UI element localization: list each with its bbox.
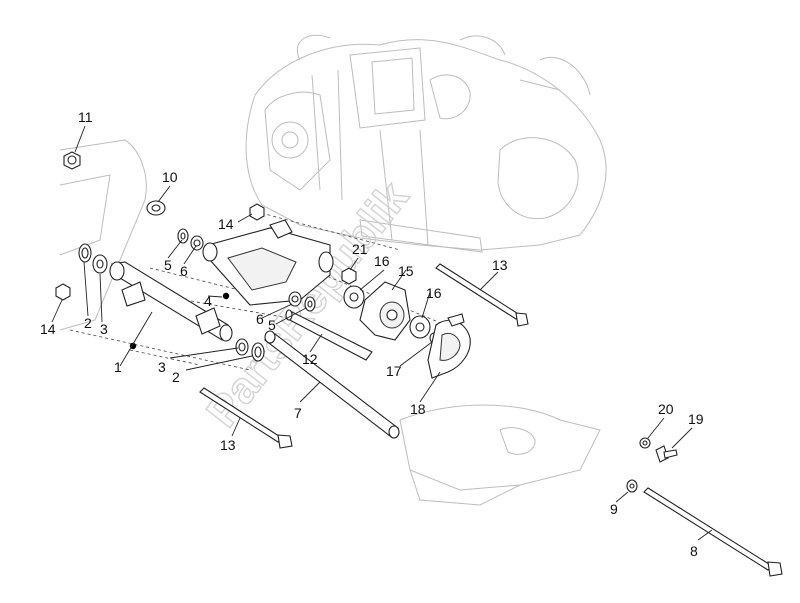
- part-2-ring-right: [251, 342, 265, 362]
- part-8-long-bolt: [643, 487, 783, 577]
- part-5-ring-lower: [304, 296, 316, 312]
- callout-13-lower: 13: [220, 437, 236, 453]
- callout-16-upper: 16: [374, 253, 390, 269]
- callout-18: 18: [410, 401, 426, 417]
- engine-ghost-outline: [245, 34, 607, 253]
- part-14-nut-upper: [249, 203, 265, 221]
- part-16-bushing-lower: [409, 315, 431, 339]
- part-3-bushing-right: [235, 338, 249, 356]
- part-14-nut-lower: [55, 283, 71, 301]
- part-6-bushing-lower: [288, 291, 302, 307]
- part-11-nut: [63, 151, 81, 170]
- reference-dot-upper: [222, 292, 230, 300]
- callout-10: 10: [162, 169, 178, 185]
- callout-5-upper: 5: [164, 257, 172, 273]
- part-9-washer: [626, 479, 638, 493]
- part-13-bolt-lower: [199, 387, 293, 449]
- part-5-ring-upper: [177, 228, 189, 244]
- callout-6-upper: 6: [180, 263, 188, 279]
- part-16-bushing-upper: [343, 285, 365, 309]
- part-15-silent-block: [359, 281, 411, 341]
- part-4-arm-bracket: [202, 219, 334, 306]
- callout-3-upper: 3: [100, 321, 108, 337]
- callout-1: 1: [114, 359, 122, 375]
- part-6-bushing-upper: [190, 235, 204, 251]
- frame-ghost-bottom: [399, 404, 601, 506]
- part-13-bolt-upper: [435, 263, 529, 327]
- callout-7: 7: [294, 405, 302, 421]
- part-20-washer: [639, 437, 651, 449]
- callout-2-lower: 2: [172, 369, 180, 385]
- part-1-swing-arm: [109, 261, 233, 342]
- part-7-tube: [264, 330, 400, 439]
- callout-15: 15: [398, 263, 414, 279]
- callout-8: 8: [690, 543, 698, 559]
- leader-lines: [51, 125, 713, 541]
- part-3-bushing-left: [92, 254, 108, 274]
- callout-4: 4: [204, 293, 212, 309]
- callout-19: 19: [688, 411, 704, 427]
- callout-20: 20: [658, 401, 674, 417]
- callout-5-lower: 5: [268, 317, 276, 333]
- callout-17: 17: [386, 363, 402, 379]
- callout-12: 12: [302, 351, 318, 367]
- callout-6-lower: 6: [256, 311, 264, 327]
- callout-21: 21: [352, 241, 368, 257]
- callout-16-lower: 16: [426, 285, 442, 301]
- callout-11: 11: [78, 109, 93, 125]
- part-19-screw: [655, 445, 678, 463]
- callout-2-upper: 2: [84, 315, 92, 331]
- callout-13-upper: 13: [492, 257, 508, 273]
- callout-labels: 11 10 14 21 16 15 13 5 6 4 16 14 2 3 6 5…: [40, 109, 704, 559]
- callout-14-upper: 14: [218, 216, 234, 232]
- part-18-cover-bracket: [427, 313, 471, 379]
- callout-3-lower: 3: [158, 359, 166, 375]
- part-2-ring-left: [78, 243, 92, 263]
- callout-9: 9: [610, 501, 618, 517]
- part-10-bushing: [146, 200, 166, 216]
- part-21-nut: [341, 267, 357, 285]
- callout-14-lower: 14: [40, 321, 56, 337]
